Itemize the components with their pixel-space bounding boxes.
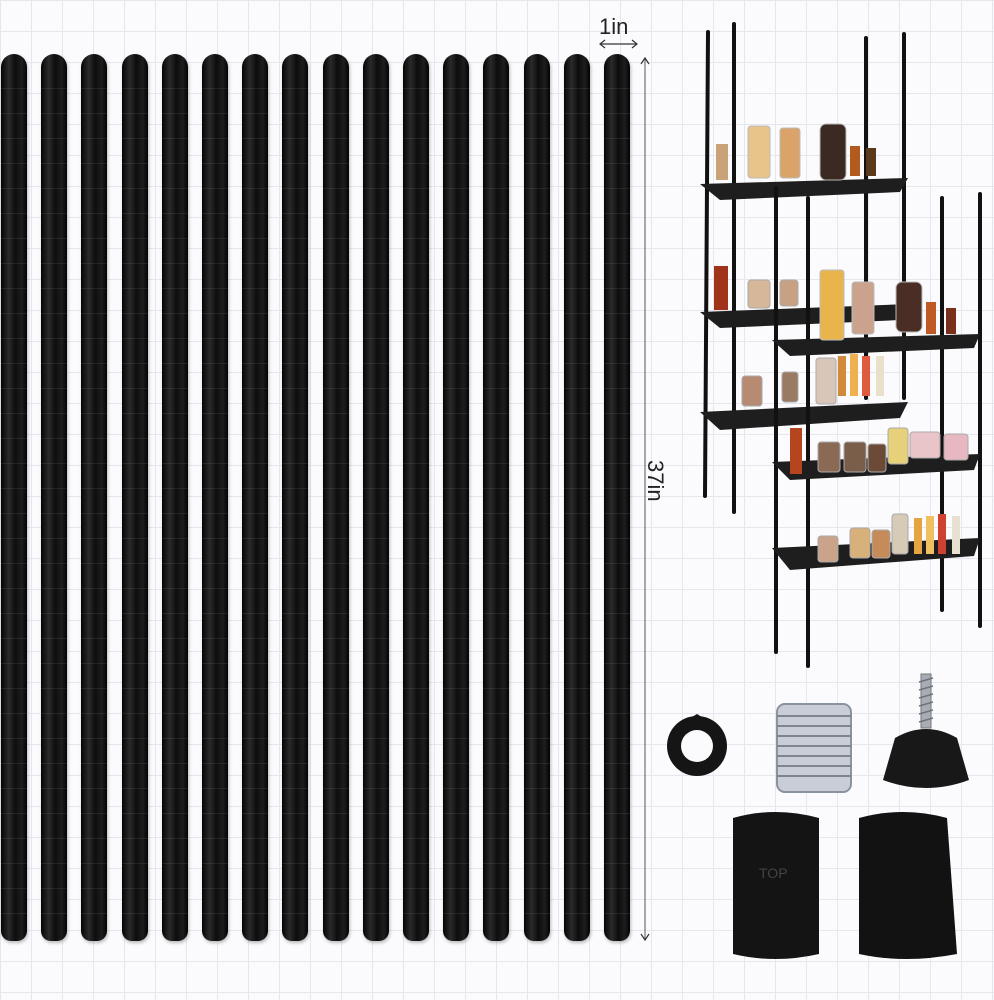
height-label: 37in — [643, 460, 668, 502]
width-label: 1in — [599, 14, 629, 39]
support-pole — [443, 54, 470, 941]
hardware-parts: TOP — [667, 673, 969, 959]
support-poles-group — [1, 54, 630, 941]
plastic-sleeve-front: TOP — [733, 812, 819, 959]
leveling-foot — [883, 673, 969, 788]
support-pole — [202, 54, 228, 941]
support-pole — [81, 54, 108, 941]
support-pole — [403, 54, 429, 941]
front-unit-poles — [774, 186, 982, 668]
shelving-unit-photo — [700, 22, 982, 668]
support-pole — [604, 54, 630, 941]
support-pole — [563, 54, 590, 941]
support-pole — [1, 54, 27, 941]
plastic-sleeve-half — [859, 812, 957, 959]
support-pole — [121, 54, 148, 941]
support-pole — [483, 54, 510, 941]
support-pole — [322, 54, 349, 941]
support-pole — [523, 54, 550, 941]
sleeve-top-text: TOP — [759, 865, 788, 881]
threaded-connector — [776, 703, 852, 793]
width-arrow-left — [599, 39, 606, 49]
height-arrow-bottom — [640, 933, 650, 942]
back-unit-poles — [703, 22, 906, 514]
support-pole — [161, 54, 188, 941]
width-arrow-right — [631, 39, 638, 49]
plastic-clip-ring — [667, 714, 727, 776]
support-pole — [242, 54, 269, 941]
pantry-jars — [714, 123, 969, 563]
support-pole — [362, 54, 389, 941]
height-arrow-top — [640, 56, 650, 65]
support-pole — [282, 54, 309, 941]
support-pole — [41, 54, 68, 941]
